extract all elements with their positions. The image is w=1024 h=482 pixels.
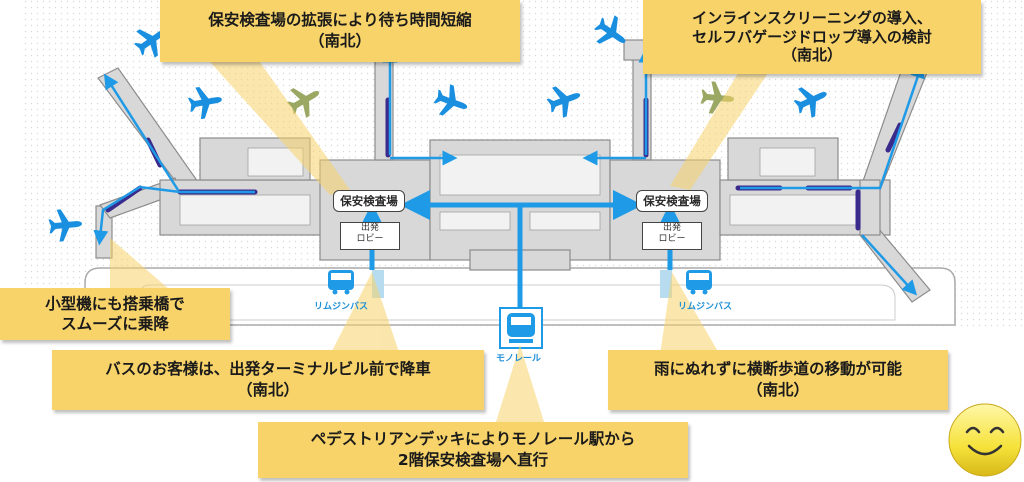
- callout-rain-walkway: 雨にぬれずに横断歩道の移動が可能 （南北）: [608, 350, 948, 410]
- callout-pedestrian-deck-line1: ペデストリアンデッキによりモノレール駅から: [310, 430, 636, 449]
- callout-small-aircraft-line1: 小型機にも搭乗橋で: [45, 294, 185, 313]
- callout-security-expansion-line2: （南北）: [308, 32, 371, 50]
- callout-rain-walkway-line1: 雨にぬれずに横断歩道の移動が可能: [653, 360, 902, 379]
- callout-pointers: [110, 62, 770, 425]
- covered-walkway-right: [660, 270, 672, 298]
- security-checkpoint-left-label: 保安検査場: [333, 190, 405, 212]
- limousine-bus-left-label: リムジンバス: [314, 302, 369, 312]
- bus-icon: [686, 270, 712, 295]
- callout-pedestrian-deck: ペデストリアンデッキによりモノレール駅から 2階保安検査場へ直行: [258, 422, 688, 478]
- smiley-icon: [948, 403, 1022, 477]
- callout-rain-walkway-line2: （南北）: [746, 381, 809, 399]
- callout-bus-passengers: バスのお客様は、出発ターミナルビル前で降車 （南北）: [52, 350, 484, 410]
- lobby-right-line2: ロビー: [658, 234, 686, 244]
- callout-inline-screening-line1: インラインスクリーニングの導入、: [692, 8, 932, 27]
- callout-small-aircraft-line2: スムーズに乗降: [61, 315, 169, 333]
- callout-pedestrian-deck-line2: 2階保安検査場へ直行: [397, 451, 549, 469]
- lobby-left-line2: ロビー: [356, 234, 384, 244]
- callout-security-expansion-line1: 保安検査場の拡張により待ち時間短縮: [208, 11, 472, 30]
- lobby-left-line1: 出発: [360, 223, 379, 233]
- monorail-icon: [499, 307, 543, 349]
- callout-inline-screening-line3: （南北）: [781, 46, 842, 65]
- terminal-interior: [179, 147, 861, 231]
- lobby-right-line1: 出発: [662, 223, 681, 233]
- callout-bus-passengers-line1: バスのお客様は、出発ターミナルビル前で降車: [105, 360, 431, 379]
- security-checkpoint-right-label: 保安検査場: [636, 190, 708, 212]
- callout-inline-screening-line2: セルフバゲージドロップ導入の検討: [692, 27, 932, 46]
- callout-small-aircraft: 小型機にも搭乗橋で スムーズに乗降: [0, 288, 230, 340]
- monorail-label: モノレール: [496, 354, 542, 364]
- bus-icon: [328, 270, 354, 295]
- callout-security-expansion: 保安検査場の拡張により待ち時間短縮 （南北）: [160, 0, 520, 62]
- callout-inline-screening: インラインスクリーニングの導入、 セルフバゲージドロップ導入の検討 （南北）: [643, 0, 981, 74]
- departure-lobby-left-label: 出発 ロビー: [340, 222, 400, 250]
- limousine-bus-right-label: リムジンバス: [678, 302, 733, 312]
- departure-lobby-right-label: 出発 ロビー: [642, 222, 702, 250]
- callout-bus-passengers-line2: （南北）: [236, 381, 299, 399]
